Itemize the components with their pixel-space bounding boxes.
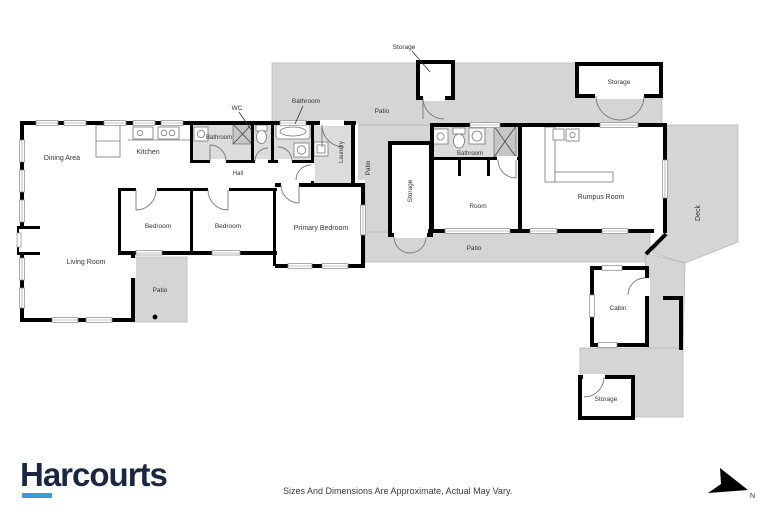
label-patio-left: Patio [153, 287, 168, 294]
bathroom-right-basin [468, 127, 486, 145]
storage-top-leader [411, 50, 431, 73]
bathroom-main-basin [193, 126, 209, 142]
bathroom-main-shower [232, 123, 253, 145]
rumpus-counter [544, 126, 614, 183]
label-storage-top: Storage [393, 44, 416, 51]
label-deck: Deck [695, 205, 702, 221]
label-storage-bottom: Storage [595, 396, 618, 403]
bathtub [275, 123, 311, 140]
label-living-room: Living Room [67, 259, 106, 266]
harcourts-logo: Harcourts [20, 456, 168, 493]
door-openings [19, 93, 650, 380]
label-bedroom-1: Bedroom [145, 223, 171, 230]
label-storage-top-right: Storage [608, 79, 631, 86]
wc-toilet [255, 124, 268, 144]
label-bathroom-main: Bathroom [206, 135, 232, 141]
label-primary-bedroom: Primary Bedroom [294, 225, 349, 232]
kitchen-stove [157, 126, 180, 140]
leader-lines [238, 50, 431, 132]
label-patio-right: Patio [467, 245, 482, 252]
label-bathroom-right: Bathroom [457, 151, 483, 157]
bathroom-tub-leader [294, 105, 304, 125]
bathroom-right-basin-cabinet [432, 128, 449, 145]
label-bedroom-2: Bedroom [215, 223, 241, 230]
label-kitchen: Kitchen [136, 149, 159, 156]
label-laundry: Laundry [339, 141, 345, 163]
label-patio-middle: Patio [365, 160, 372, 175]
disclaimer-text: Sizes And Dimensions Are Approximate, Ac… [283, 486, 513, 496]
patio-left-area [132, 256, 188, 323]
label-storage-middle: Storage [407, 179, 414, 202]
label-wc: WC [232, 105, 243, 112]
label-room: Room [469, 203, 486, 210]
label-patio-top: Patio [375, 108, 390, 115]
label-cabin: Cabin [610, 305, 627, 312]
wc-leader [238, 111, 253, 132]
room-labels: Dining Area Kitchen Living Room Bedroom … [44, 44, 702, 403]
north-arrow: N [708, 468, 755, 500]
logo-underline [22, 493, 52, 498]
label-bathroom-tub: Bathroom [292, 98, 320, 105]
kitchen-sink [132, 126, 154, 140]
north-arrow-label: N [750, 493, 755, 500]
kitchen-counter [95, 124, 190, 158]
bathroom-right-shower [493, 125, 517, 158]
north-arrow-icon [708, 468, 748, 493]
door-swings [135, 95, 646, 398]
washing-machine [313, 141, 329, 157]
bathroom-right-toilet [452, 127, 466, 149]
fixtures [95, 123, 614, 320]
label-hall: Hall [233, 171, 243, 177]
label-dining-area: Dining Area [44, 155, 80, 162]
patio-post [152, 314, 158, 320]
windows [16, 120, 668, 348]
bathroom-tub-basin [293, 142, 310, 158]
label-rumpus-room: Rumpus Room [578, 194, 625, 201]
